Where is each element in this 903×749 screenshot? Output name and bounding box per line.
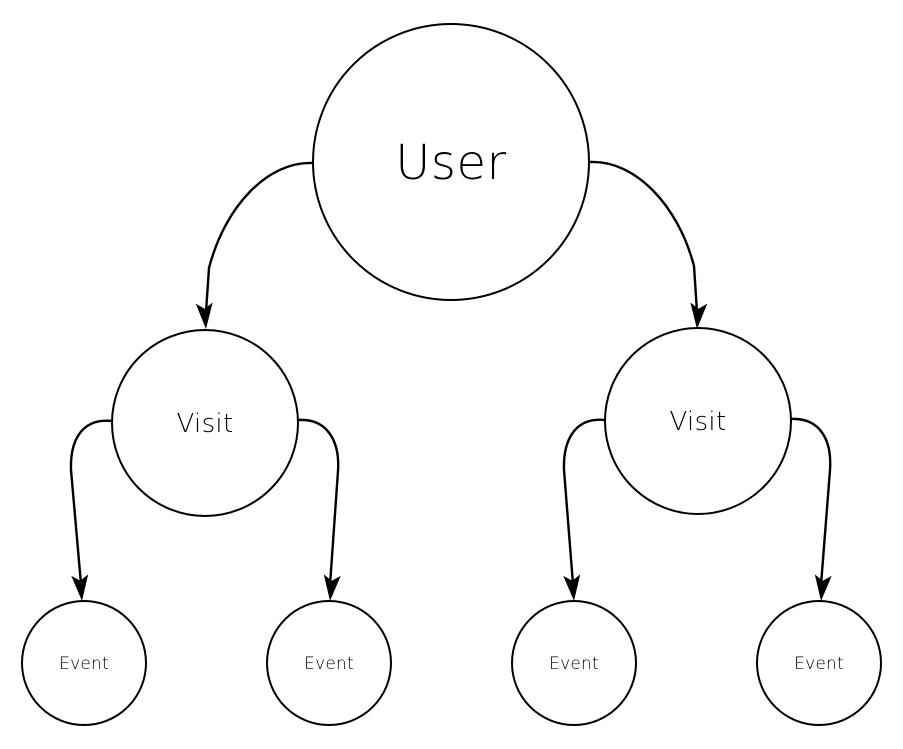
node-event-1[interactable]: Event bbox=[21, 600, 147, 726]
arrow-event-1 bbox=[71, 574, 89, 601]
node-circle-event-4[interactable] bbox=[756, 600, 882, 726]
arrow-event-2 bbox=[323, 574, 341, 601]
node-label-event-3: Event bbox=[549, 654, 599, 674]
edge-user-visit-2 bbox=[589, 160, 699, 313]
node-user[interactable]: User bbox=[312, 23, 590, 301]
edge-visit1-event2 bbox=[297, 418, 340, 586]
node-event-4[interactable]: Event bbox=[756, 600, 882, 726]
arrow-visit-1 bbox=[195, 302, 213, 329]
arrow-event-4 bbox=[814, 574, 832, 601]
node-label-event-4: Event bbox=[794, 654, 844, 674]
node-label-visit-1: Visit bbox=[177, 409, 234, 439]
node-circle-event-3[interactable] bbox=[511, 600, 637, 726]
edge-visit2-event4 bbox=[789, 417, 832, 586]
node-label-visit-2: Visit bbox=[670, 407, 727, 437]
node-label-event-1: Event bbox=[59, 654, 109, 674]
arrow-visit-2 bbox=[690, 302, 708, 329]
node-circle-user[interactable] bbox=[312, 23, 590, 301]
node-event-2[interactable]: Event bbox=[266, 600, 392, 726]
node-visit-1[interactable]: Visit bbox=[111, 329, 299, 517]
edge-user-visit-1 bbox=[204, 161, 314, 313]
edge-visit1-event1 bbox=[69, 419, 113, 585]
node-circle-visit-2[interactable] bbox=[604, 327, 792, 515]
arrowheads-layer bbox=[71, 302, 832, 601]
node-circle-visit-1[interactable] bbox=[111, 329, 299, 517]
node-event-3[interactable]: Event bbox=[511, 600, 637, 726]
node-label-event-2: Event bbox=[304, 654, 354, 674]
node-circle-event-1[interactable] bbox=[21, 600, 147, 726]
arrow-event-3 bbox=[563, 574, 581, 601]
node-label-user: User bbox=[395, 135, 506, 191]
edge-visit2-event3 bbox=[562, 418, 606, 585]
node-circle-event-2[interactable] bbox=[266, 600, 392, 726]
edges-layer bbox=[69, 160, 832, 586]
node-visit-2[interactable]: Visit bbox=[604, 327, 792, 515]
